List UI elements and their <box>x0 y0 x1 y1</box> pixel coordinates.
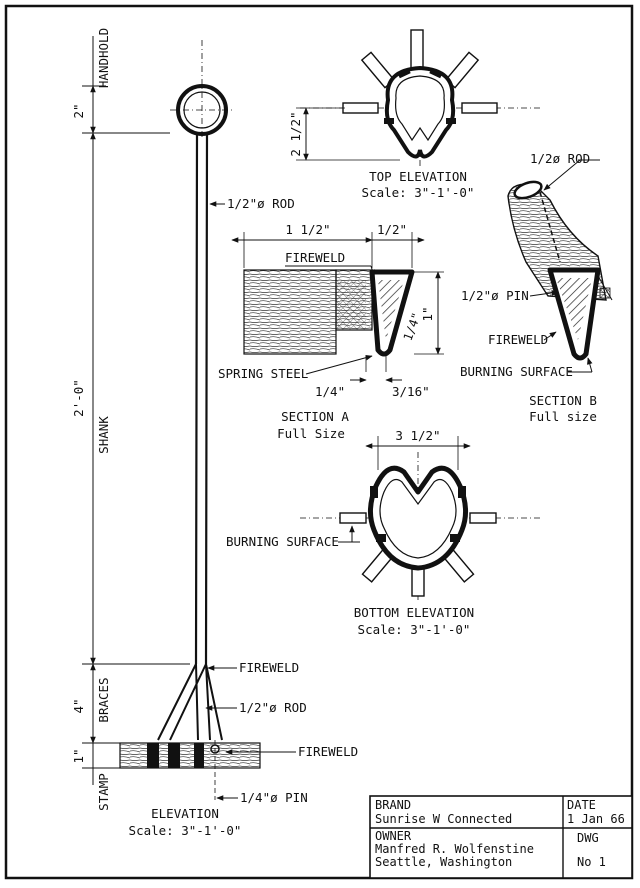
bottom-elevation-dim: 3 1/2" <box>395 428 440 443</box>
dim-stamp: 1" <box>71 748 86 763</box>
section-b-burning-surface: BURNING SURFACE <box>460 364 573 379</box>
section-a-wood <box>243 269 337 355</box>
bottom-elevation-title: BOTTOM ELEVATION <box>354 605 474 620</box>
section-a-dim-left: 1 1/2" <box>285 222 330 237</box>
brace-rods <box>157 663 223 741</box>
section-a-dim-bottom-right: 3/16" <box>392 384 430 399</box>
label-fireweld-upper: FIREWELD <box>239 660 299 675</box>
label-pin: 1/4"ø PIN <box>240 790 308 805</box>
top-elevation-view: 2 1/2" TOP ELEVATION Scale: 3"-1'-0" <box>288 29 540 200</box>
bottom-elevation-body <box>368 465 468 571</box>
dim-braces: 4" <box>71 698 86 713</box>
section-b-rod: 1/2ø ROD <box>530 151 590 166</box>
bottom-elevation-burning-surface: BURNING SURFACE <box>226 534 339 549</box>
label-fireweld-lower: FIREWELD <box>298 744 358 759</box>
sheet-border <box>4 4 634 880</box>
label-rod-top: 1/2"ø ROD <box>227 196 295 211</box>
section-a-spring-steel: SPRING STEEL <box>218 366 308 381</box>
owner-label: OWNER <box>375 829 412 843</box>
date-label: DATE <box>567 798 596 812</box>
top-elevation-body <box>384 65 456 159</box>
date-value: 1 Jan 66 <box>567 812 625 826</box>
top-elevation-dim: 2 1/2" <box>288 111 303 156</box>
title-block: BRAND Sunrise W Connected DATE 1 Jan 66 … <box>369 795 633 879</box>
elevation-view: 2" 2'-0" 4" 1" HANDHOLD SHANK BRACES STA… <box>71 28 358 838</box>
dim-handhold: 2" <box>71 103 86 118</box>
dim-shank: 2'-0" <box>71 379 86 417</box>
label-handhold: HANDHOLD <box>96 28 111 88</box>
bottom-elevation-scale: Scale: 3"-1'-0" <box>358 622 471 637</box>
stamp-base <box>119 742 261 769</box>
section-a-view: 1 1/2" 1/2" 1" 1/4" FIREWELD SPRING STEE… <box>218 222 444 441</box>
shank-rod <box>194 132 209 665</box>
owner-line1: Manfred R. Wolfenstine <box>375 842 534 856</box>
section-b-pin: 1/2"ø PIN <box>461 288 529 303</box>
section-a-title: SECTION A <box>281 409 349 424</box>
bottom-elevation-view: 3 1/2" BURNING SURFACE BOTTOM ELEVATION … <box>226 428 540 637</box>
brand-label: BRAND <box>375 798 411 812</box>
section-a-dim-inner: 1/4" <box>401 311 424 343</box>
section-a-dim-bottom-left: 1/4" <box>315 384 345 399</box>
section-b-title: SECTION B <box>529 393 597 408</box>
section-a-dim-height: 1" <box>420 306 435 321</box>
label-stamp: STAMP <box>96 773 111 811</box>
owner-line2: Seattle, Washington <box>375 855 512 869</box>
section-b-fireweld: FIREWELD <box>488 332 548 347</box>
elevation-scale: Scale: 3"-1'-0" <box>129 823 242 838</box>
top-elevation-title: TOP ELEVATION <box>369 169 467 184</box>
label-rod-brace: 1/2"ø ROD <box>239 700 307 715</box>
section-a-fireweld: FIREWELD <box>285 250 345 265</box>
elevation-title: ELEVATION <box>151 806 219 821</box>
top-elevation-scale: Scale: 3"-1'-0" <box>362 185 475 200</box>
label-braces: BRACES <box>96 677 111 722</box>
label-shank: SHANK <box>96 416 111 454</box>
section-a-dim-right: 1/2" <box>377 222 407 237</box>
dwg-value: No 1 <box>577 855 606 869</box>
brand-value: Sunrise W Connected <box>375 812 512 826</box>
section-b-subtitle: Full size <box>529 409 597 424</box>
section-a-subtitle: Full Size <box>277 426 345 441</box>
dwg-label: DWG <box>577 831 599 845</box>
section-b-view: 1/2ø ROD 1/2"ø PIN FIREWELD BURNING SURF… <box>460 151 613 424</box>
